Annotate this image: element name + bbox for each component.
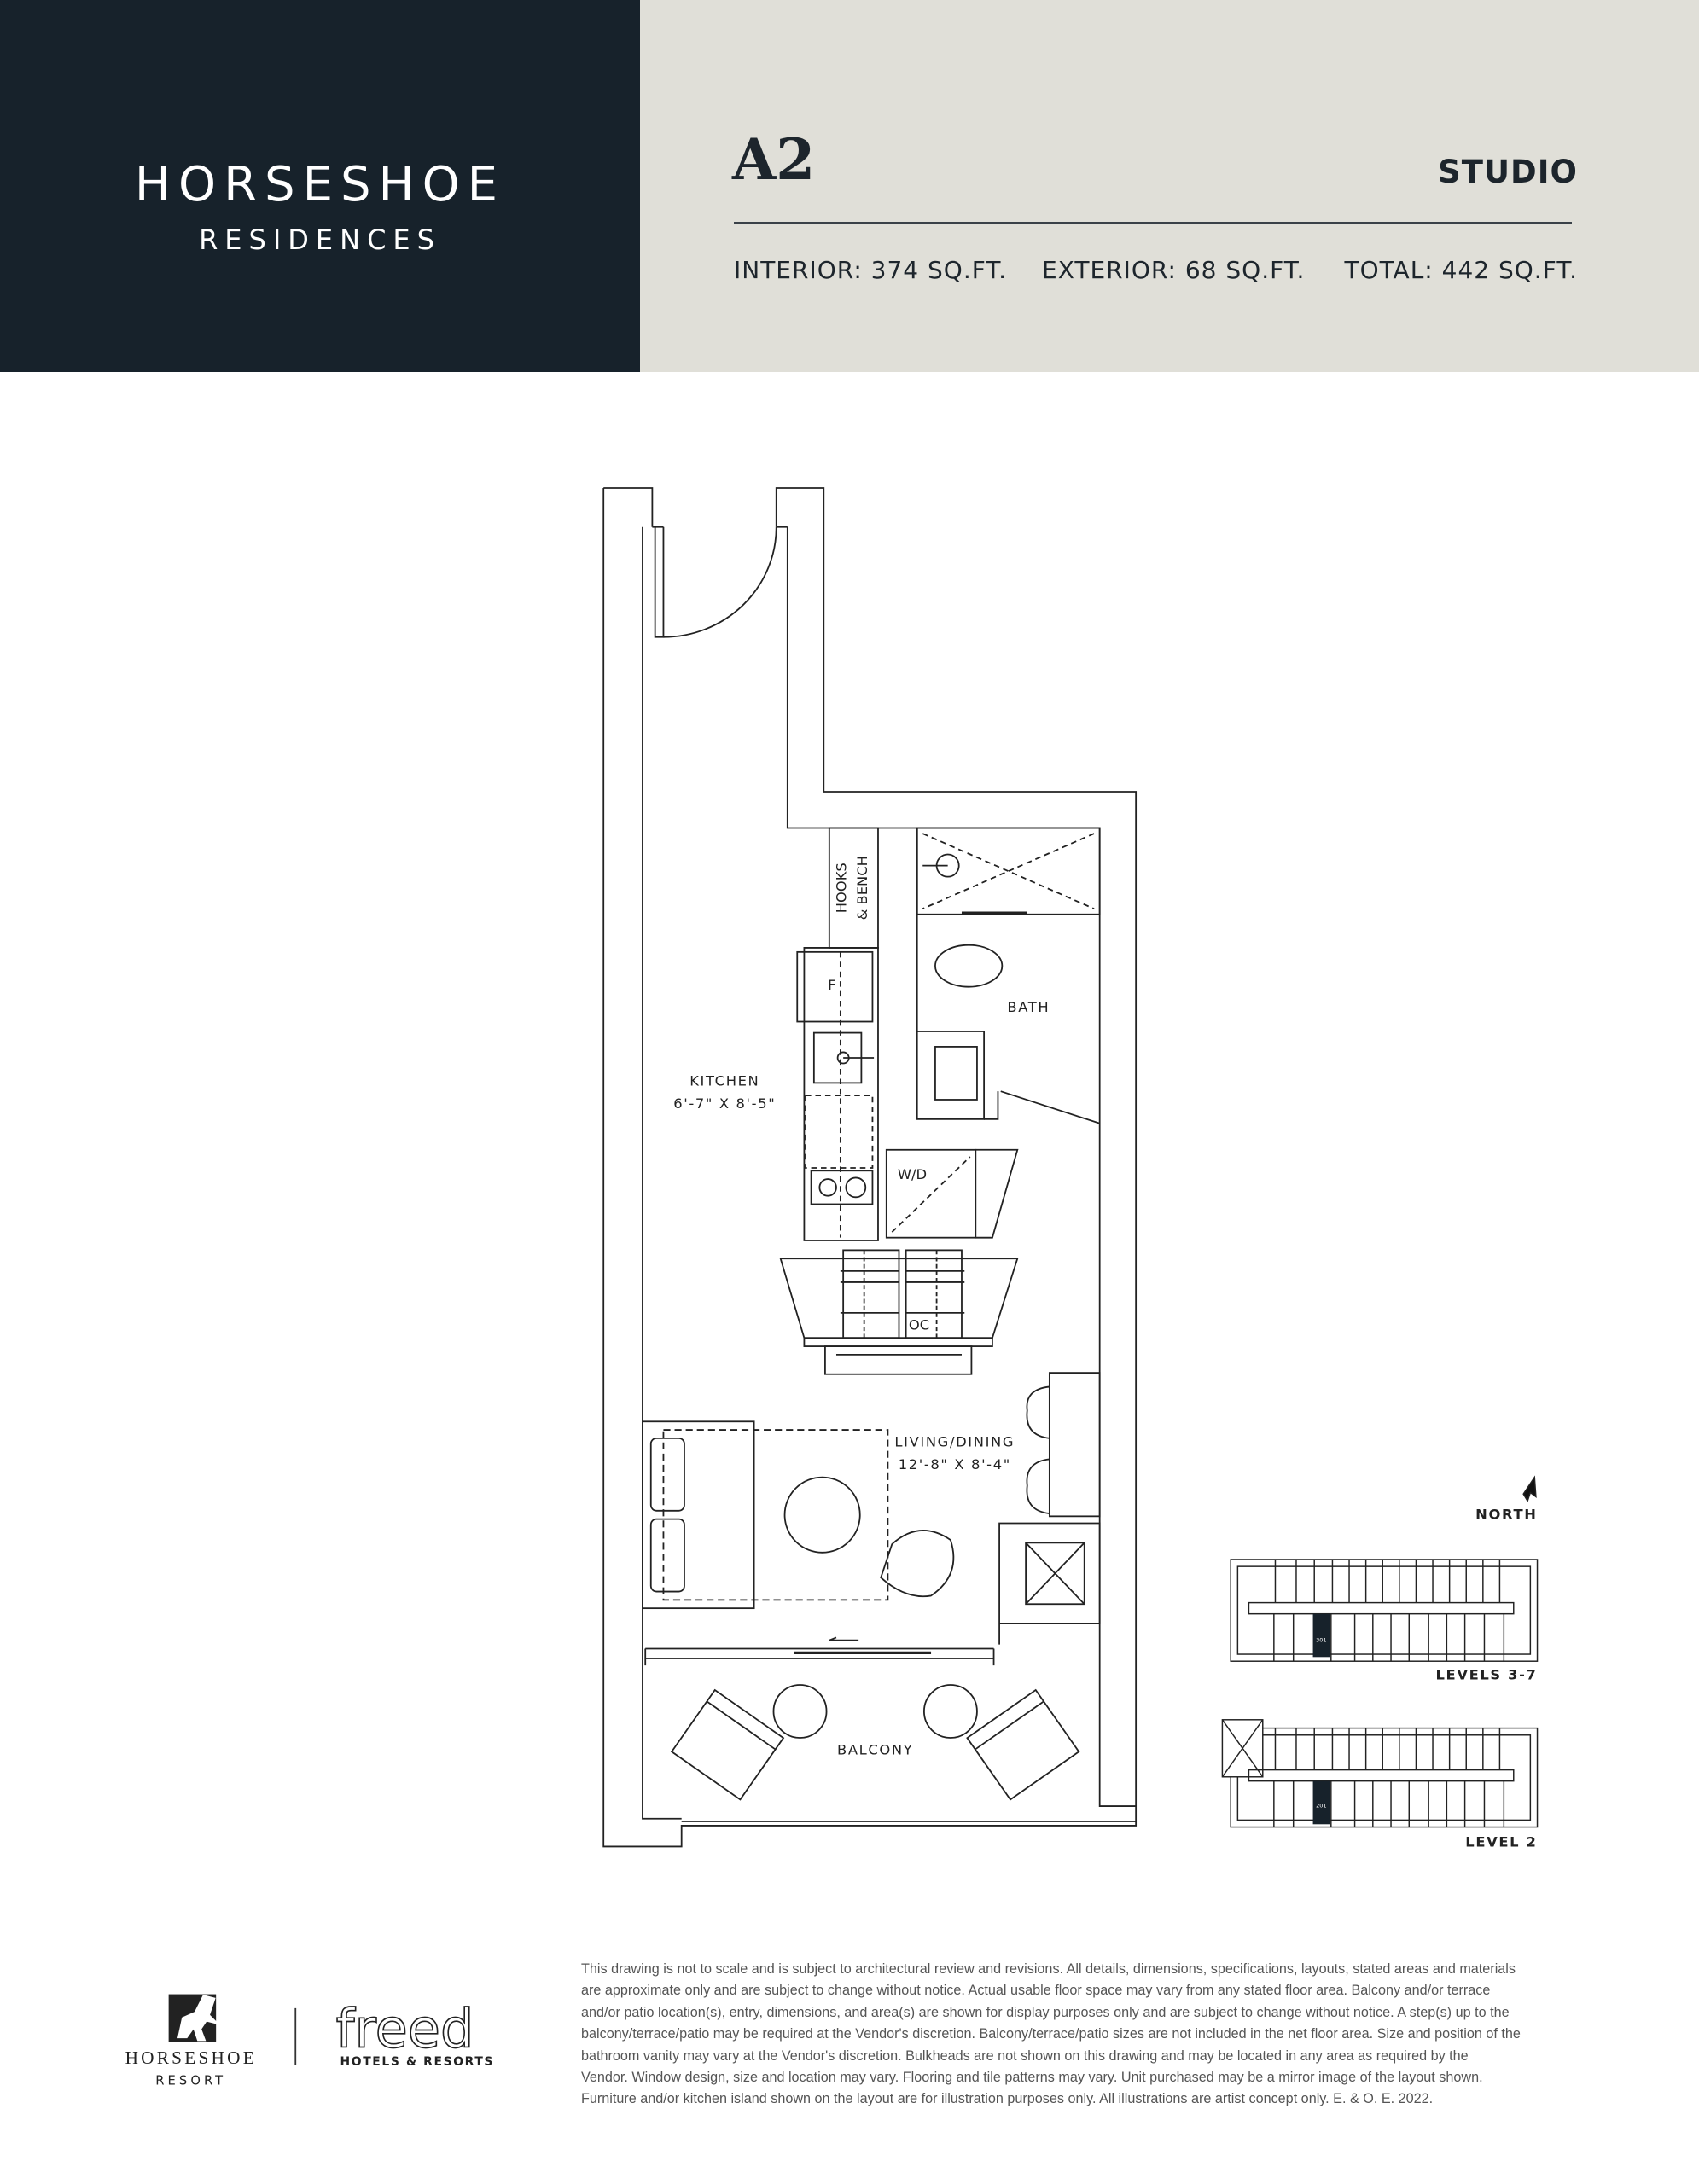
living-label: LIVING/DINING xyxy=(894,1434,1015,1450)
disclaimer-line: bathroom vanity may vary at the Vendor's… xyxy=(581,2048,1469,2064)
key-plan: NORTH 301 LEVELS 3-7 201 LEVEL 2 xyxy=(1221,1475,1539,1850)
rug xyxy=(662,1429,889,1601)
bath: BATH W/D xyxy=(885,827,1101,1239)
north-label: NORTH xyxy=(1475,1507,1537,1523)
kitchen-dimensions: 6'-7" X 8'-5" xyxy=(673,1095,776,1112)
resort-sub: RESORT xyxy=(155,2074,226,2088)
disclaimer-line: Furniture and/or kitchen island shown on… xyxy=(581,2091,1434,2107)
fridge xyxy=(796,950,874,1023)
north-arrow-icon xyxy=(1522,1475,1537,1503)
washer-dryer xyxy=(885,1148,977,1239)
horseshoe-resort-logo: HORSESHOE RESORT xyxy=(125,1994,257,2088)
vanity-sink xyxy=(934,1046,978,1101)
exterior-area: EXTERIOR: 68 SQ.FT. xyxy=(1042,256,1306,284)
kitchen: HOOKS & BENCH F KITCHEN 6'-7" X 8'-5" xyxy=(673,827,879,1241)
total-area: TOTAL: 442 SQ.FT. xyxy=(1344,256,1578,284)
unit-type: STUDIO xyxy=(1438,154,1578,190)
living: LIVING/DINING 12'-8" X 8'-4" xyxy=(642,1372,1101,1645)
hooks-label: HOOKS xyxy=(833,863,849,913)
closet: OC xyxy=(779,1249,1019,1375)
interior-area: INTERIOR: 374 SQ.FT. xyxy=(734,256,1008,284)
coffee-table xyxy=(783,1476,861,1554)
resort-name: HORSESHOE xyxy=(125,2048,257,2068)
bath-label: BATH xyxy=(1007,999,1050,1015)
freed-logo: freed HOTELS & RESORTS xyxy=(335,1997,495,2069)
horse-icon xyxy=(177,1995,220,2042)
oc-label: OC xyxy=(909,1316,929,1333)
keyplan-level-2: 201 xyxy=(1221,1719,1539,1828)
brand-subtitle: RESIDENCES xyxy=(199,224,441,256)
fridge-label: F xyxy=(828,977,835,993)
wd-label: W/D xyxy=(898,1166,927,1182)
living-dimensions: 12'-8" X 8'-4" xyxy=(899,1456,1011,1472)
sofa xyxy=(642,1420,755,1610)
dishwasher xyxy=(805,1095,874,1169)
disclaimer-line: balcony/terrace/patio may be required at… xyxy=(581,2026,1521,2042)
unit-name: A2 xyxy=(732,126,816,193)
disclaimer-line: This drawing is not to scale and is subj… xyxy=(581,1961,1516,1977)
balcony: BALCONY xyxy=(670,1684,1080,1801)
armchair xyxy=(880,1530,955,1598)
bench-label: & BENCH xyxy=(854,856,870,920)
freed-sub: HOTELS & RESORTS xyxy=(340,2055,495,2069)
unit-201-label: 201 xyxy=(1316,1803,1326,1809)
disclaimer-line: are approximate only and are subject to … xyxy=(581,1983,1491,1999)
cooktop xyxy=(810,1170,874,1205)
keyplan-levels-3-7: 301 xyxy=(1230,1559,1539,1662)
unit-info-panel xyxy=(640,0,1699,372)
balcony-label: BALCONY xyxy=(837,1742,913,1758)
walls xyxy=(602,487,1138,1848)
freed-wordmark: freed xyxy=(336,1998,474,2060)
kitchen-label: KITCHEN xyxy=(689,1073,759,1089)
levels-3-7-label: LEVELS 3-7 xyxy=(1436,1666,1538,1682)
divider xyxy=(734,222,1572,224)
disclaimer-line: Vendor. Window design, size and location… xyxy=(581,2070,1483,2086)
brand-title: HORSESHOE xyxy=(134,157,506,212)
bar-counter xyxy=(1048,1372,1101,1518)
unit-301-label: 301 xyxy=(1316,1636,1326,1643)
shower xyxy=(916,827,1101,915)
toilet xyxy=(934,944,1004,988)
disclaimer-line: and/or patio location(s), entry, dimensi… xyxy=(581,2004,1510,2020)
level-2-label: LEVEL 2 xyxy=(1465,1833,1537,1850)
disclaimer: This drawing is not to scale and is subj… xyxy=(581,1959,1588,2111)
brand-panel: HORSESHOE RESIDENCES xyxy=(0,0,640,372)
